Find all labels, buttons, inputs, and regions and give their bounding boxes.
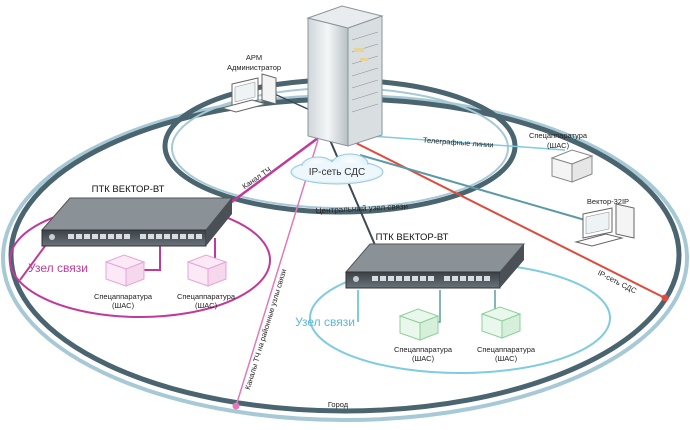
ptk-left-label: ПТК ВЕКТОР-ВТ — [92, 184, 165, 195]
gorod-label: Город — [328, 400, 349, 409]
network-switch-icon — [40, 197, 234, 247]
spec-top-label-1: Спецаппаратура — [529, 131, 588, 140]
spec-r2-label-2: (ШАС) — [495, 354, 518, 363]
administrator-label: Администратор — [227, 63, 281, 72]
kanal-tch-label: Канал ТЧ — [241, 165, 273, 191]
uzel-left-label: Узел связи — [28, 261, 88, 275]
server-rack-icon — [306, 5, 384, 147]
ptk-right-label: ПТК ВЕКТОР-ВТ — [376, 232, 449, 243]
device-box-icon — [104, 254, 146, 287]
spec-l1-label-1: Спецаппаратура — [94, 292, 153, 301]
spec-r2-label-1: Спецаппаратура — [477, 345, 536, 354]
network-switch-icon — [344, 243, 526, 289]
device-box-icon — [398, 308, 440, 341]
spec-r1-label-2: (ШАС) — [412, 354, 435, 363]
spec-r1-label-1: Спецаппаратура — [394, 345, 453, 354]
cloud-icon — [290, 153, 384, 185]
kanaly-tch-label: Каналы ТЧ на районные узлы связи — [243, 268, 288, 391]
connection-lines — [19, 91, 669, 410]
desktop-computer-icon — [574, 203, 635, 247]
spec-top-label-2: (ШАС) — [547, 141, 570, 150]
telegraph-lines-label: Телеграфные линии — [423, 136, 494, 150]
spec-l2-label-2: (ШАС) — [195, 301, 218, 310]
ip-set-label: IP-сеть СДС — [309, 167, 366, 178]
device-box-icon — [550, 149, 594, 183]
vector-label: Вектор-32IP — [587, 197, 629, 206]
device-box-icon — [186, 254, 228, 287]
spec-l2-label-1: Спецаппаратура — [177, 292, 236, 301]
uzel-right-label: Узел связи — [295, 315, 355, 329]
arm-label: АРМ — [246, 53, 262, 62]
desktop-computer-icon — [220, 73, 277, 113]
spec-l1-label-2: (ШАС) — [112, 301, 135, 310]
device-box-icon — [480, 306, 522, 339]
